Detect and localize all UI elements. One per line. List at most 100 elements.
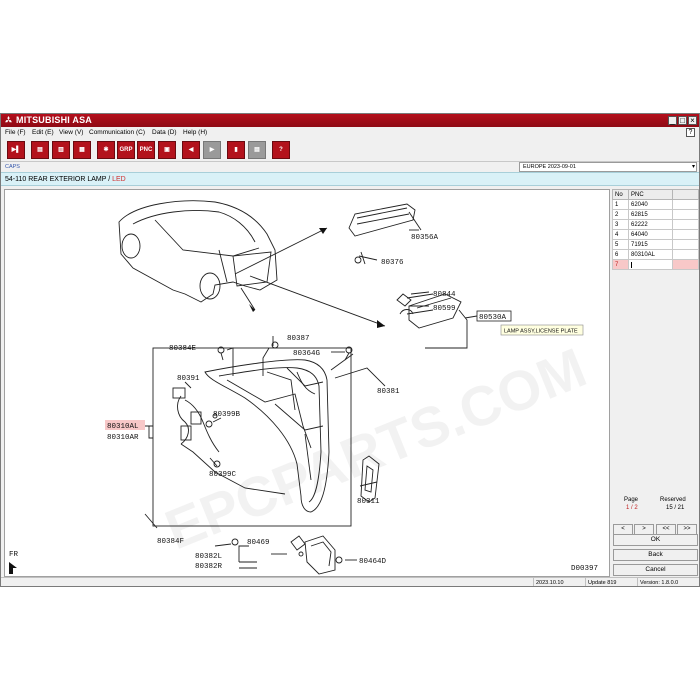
part-label-80364g[interactable]: 80364G xyxy=(293,350,321,358)
ok-button[interactable]: OK xyxy=(613,534,698,546)
part-label-80356a[interactable]: 80356A xyxy=(411,234,439,242)
tooltip-box xyxy=(500,324,584,336)
svg-text:EPCPARTS.COM: EPCPARTS.COM xyxy=(156,335,594,561)
parts-illustration: EPCPARTS.COM 80356A 80376 80844 80599 80… xyxy=(9,200,598,575)
column-header-pnc: PNC xyxy=(628,189,673,200)
menu-edit[interactable]: Edit (E) xyxy=(32,129,54,136)
page-label: Page xyxy=(624,497,639,503)
category-bar: 54-110 REAR EXTERIOR LAMP / LED xyxy=(1,172,699,186)
menu-view[interactable]: View (V) xyxy=(59,129,84,136)
group-button[interactable]: GRP xyxy=(117,141,135,159)
chevron-down-icon[interactable]: ▾ xyxy=(691,164,695,170)
list-button[interactable]: ▤ xyxy=(248,141,266,159)
part-label-80384f[interactable]: 80384F xyxy=(157,538,184,546)
row-extra xyxy=(672,209,699,220)
part-label-80599[interactable]: 80599 xyxy=(433,305,456,313)
car-outline xyxy=(118,200,278,303)
window-title: MITSUBISHI ASA xyxy=(16,115,92,125)
part-label-80399c[interactable]: 80399C xyxy=(209,471,237,479)
row-extra xyxy=(672,199,699,210)
figure-number: D00397 xyxy=(571,565,598,573)
row-extra xyxy=(672,239,699,250)
cancel-button[interactable]: Cancel xyxy=(613,564,698,576)
part-tooltip: LAMP ASSY,LICENSE PLATE xyxy=(504,329,578,335)
row-extra xyxy=(672,259,699,270)
minimize-button[interactable]: _ xyxy=(668,116,677,125)
menu-bar: File (F) Edit (E) View (V) Communication… xyxy=(1,127,699,138)
help-button[interactable]: ? xyxy=(272,141,290,159)
row-no: 7 xyxy=(612,259,629,270)
row-pnc: 80310AL xyxy=(628,249,673,260)
region-select[interactable]: EUROPE 2023-09-01 ▾ xyxy=(519,162,697,172)
part-label-80310al[interactable]: 80310AL xyxy=(107,423,139,431)
exit-button[interactable]: ▶▌ xyxy=(7,141,25,159)
copy-button[interactable]: ▦ xyxy=(73,141,91,159)
menu-communication[interactable]: Communication (C) xyxy=(89,129,145,136)
pnc-input[interactable] xyxy=(628,259,673,270)
context-help-icon[interactable]: ? xyxy=(686,128,695,137)
front-arrow-icon xyxy=(9,562,17,574)
mitsubishi-logo-icon xyxy=(5,116,12,123)
tools-button[interactable]: ✱ xyxy=(97,141,115,159)
column-header-extra xyxy=(672,189,699,200)
category-title: 54-110 REAR EXTERIOR LAMP / xyxy=(5,176,113,183)
row-no: 4 xyxy=(612,229,629,240)
back-button[interactable]: Back xyxy=(613,549,698,561)
print-button[interactable]: ▥ xyxy=(52,141,70,159)
part-label-80310ar[interactable]: 80310AR xyxy=(107,434,139,442)
attachment-button[interactable]: ▮ xyxy=(227,141,245,159)
part-label-80384e[interactable]: 80384E xyxy=(169,345,197,353)
status-update: Update 819 xyxy=(585,578,616,586)
close-button[interactable]: × xyxy=(688,116,697,125)
part-label-80464d[interactable]: 80464D xyxy=(359,558,387,566)
row-pnc: 62222 xyxy=(628,219,673,230)
column-header-no: No xyxy=(612,189,629,200)
part-label-80381[interactable]: 80381 xyxy=(377,388,400,396)
info-bar: CAPS EUROPE 2023-09-01 ▾ xyxy=(1,162,699,172)
menu-help[interactable]: Help (H) xyxy=(183,129,208,136)
reserved-value: 15 / 21 xyxy=(666,505,685,511)
grid-view-button[interactable]: ▣ xyxy=(158,141,176,159)
part-label-80387[interactable]: 80387 xyxy=(287,335,310,343)
table-row-editing[interactable]: 7 xyxy=(612,259,699,270)
part-label-80469[interactable]: 80469 xyxy=(247,539,270,547)
save-button[interactable]: ▤ xyxy=(31,141,49,159)
part-label-80399b[interactable]: 80399B xyxy=(213,411,241,419)
app-window: MITSUBISHI ASA _ □ × File (F) Edit (E) V… xyxy=(0,113,700,587)
selected-part-box xyxy=(476,310,512,322)
row-no: 2 xyxy=(612,209,629,220)
part-label-80382r[interactable]: 80382R xyxy=(195,563,223,571)
status-date: 2023.10.10 xyxy=(533,578,564,586)
row-no: 3 xyxy=(612,219,629,230)
part-label-80311[interactable]: 80311 xyxy=(357,498,380,506)
row-pnc: 71915 xyxy=(628,239,673,250)
parts-diagram[interactable]: EPCPARTS.COM 80356A 80376 80844 80599 80… xyxy=(4,189,610,577)
license-plate-lamp xyxy=(408,293,462,329)
menu-file[interactable]: File (F) xyxy=(5,129,26,136)
maximize-button[interactable]: □ xyxy=(678,116,687,125)
pnc-button[interactable]: PNC xyxy=(137,141,155,159)
part-label-80376[interactable]: 80376 xyxy=(381,259,404,267)
previous-button[interactable]: ◀ xyxy=(182,141,200,159)
menu-data[interactable]: Data (D) xyxy=(152,129,177,136)
reserved-label: Reserved xyxy=(660,497,686,503)
part-label-80844[interactable]: 80844 xyxy=(433,291,456,299)
row-no: 6 xyxy=(612,249,629,260)
highlighted-part-bg xyxy=(105,420,145,430)
title-bar: MITSUBISHI ASA _ □ × xyxy=(1,114,699,127)
status-bar: 2023.10.10 Update 819 Version: 1.8.0.0 xyxy=(1,577,699,586)
next-button[interactable]: ▶ xyxy=(203,141,221,159)
part-label-80530a[interactable]: 80530A xyxy=(479,314,507,322)
row-extra xyxy=(672,249,699,260)
row-pnc: 64040 xyxy=(628,229,673,240)
region-value: EUROPE 2023-09-01 xyxy=(523,164,576,170)
part-label-80391[interactable]: 80391 xyxy=(177,375,200,383)
part-label-80382l[interactable]: 80382L xyxy=(195,553,223,561)
